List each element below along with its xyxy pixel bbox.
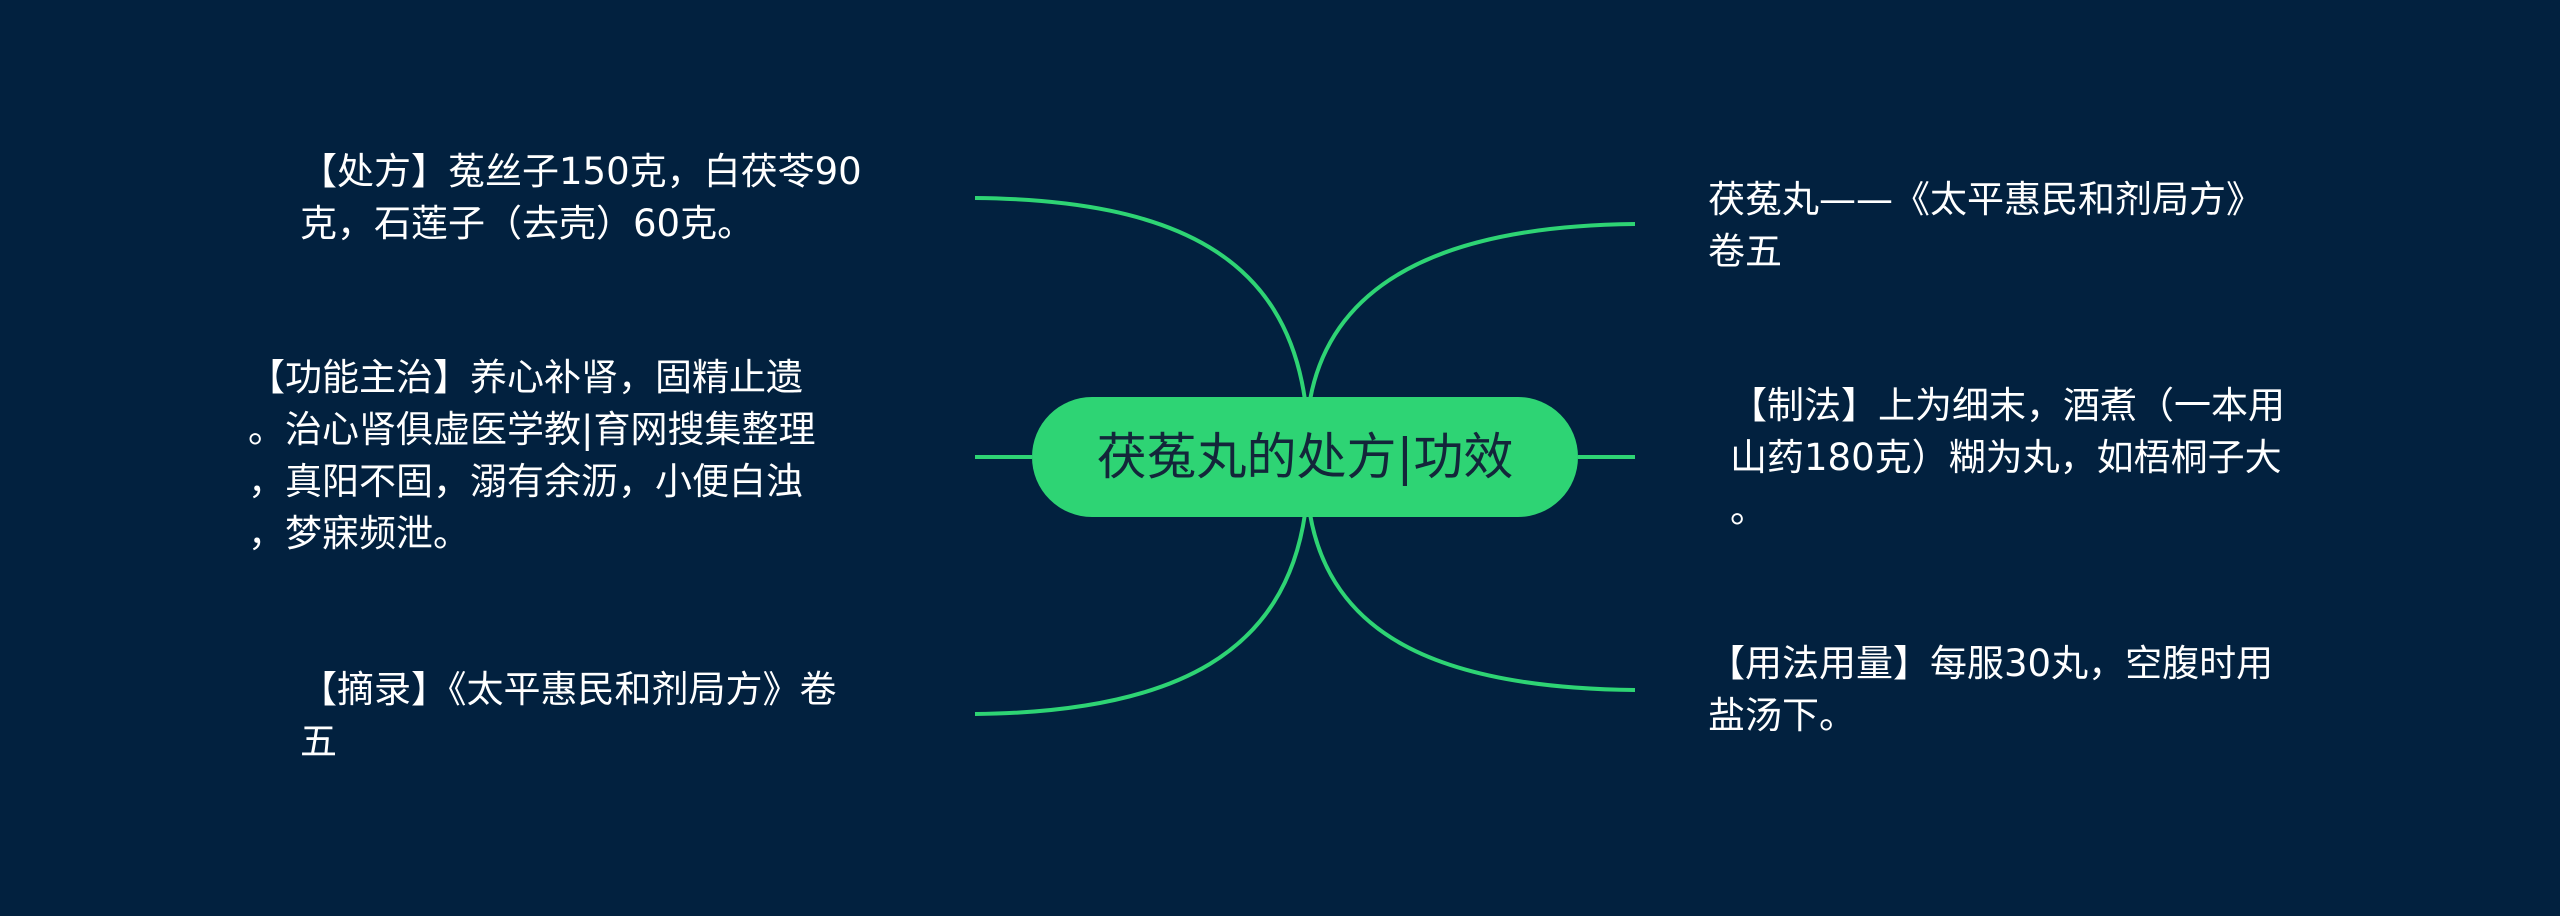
link-left-excerpt <box>974 513 1307 716</box>
branch-functions-indications[interactable]: 【功能主治】养心补肾，固精止遗 。治心肾俱虚医学教|育网搜集整理 ，真阳不固，溺… <box>248 356 816 555</box>
center-topic[interactable]: 茯菟丸的处方|功效 <box>1032 397 1578 517</box>
branch-preparation-method[interactable]: 【制法】上为细末，酒煮（一本用 山药180克）糊为丸，如梧桐子大 。 <box>1730 384 2285 531</box>
branch-excerpt[interactable]: 【摘录】《太平惠民和剂局方》卷 五 <box>300 668 837 763</box>
link-left-formula <box>974 196 1307 401</box>
branch-source-title[interactable]: 茯菟丸——《太平惠民和剂局方》 卷五 <box>1708 178 2263 273</box>
branch-usage-dosage[interactable]: 【用法用量】每服30丸，空腹时用 盐汤下。 <box>1708 642 2274 737</box>
link-right-usage <box>1308 513 1636 692</box>
branch-formula[interactable]: 【处方】菟丝子150克，白茯苓90 克，石莲子（去壳）60克。 <box>300 150 862 245</box>
link-right-title <box>1308 222 1636 401</box>
